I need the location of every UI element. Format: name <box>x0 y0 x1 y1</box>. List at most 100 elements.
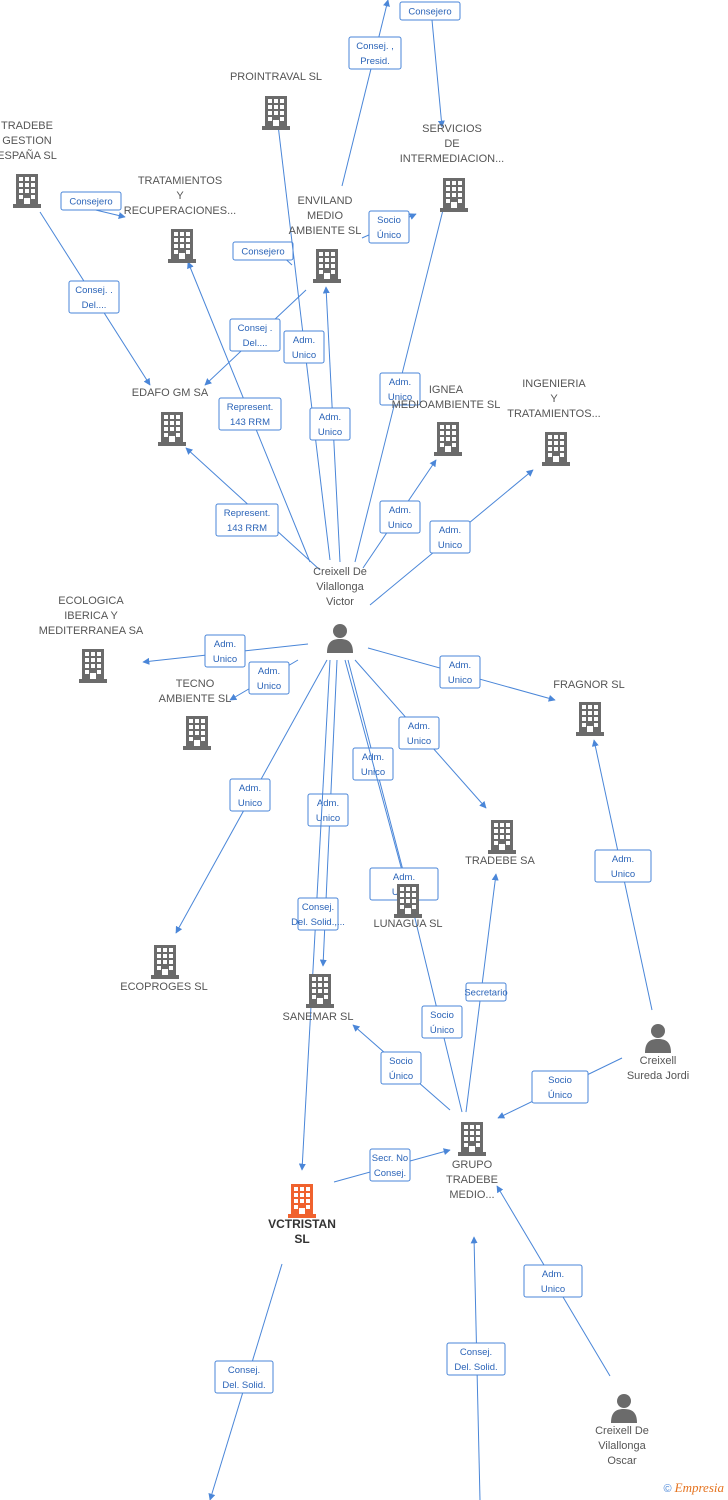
edge-label[interactable]: Adm.Unico <box>204 634 246 668</box>
company-node[interactable]: IGNEA MEDIOAMBIENTE SL <box>392 384 501 456</box>
company-node[interactable]: ENVILAND MEDIO AMBIENTE SL <box>289 195 362 283</box>
node-label[interactable]: Creixell De <box>313 566 367 578</box>
node-label[interactable]: GESTION <box>2 135 52 147</box>
edge-label[interactable]: Represent.143 RRM <box>218 397 282 431</box>
node-label[interactable]: Y <box>550 393 558 405</box>
building-icon[interactable] <box>488 820 516 854</box>
building-icon[interactable] <box>183 716 211 750</box>
building-icon[interactable] <box>262 96 290 130</box>
node-label[interactable]: FRAGNOR SL <box>553 679 625 691</box>
node-label[interactable]: Y <box>176 190 184 202</box>
node-label[interactable]: MEDIO <box>307 210 344 222</box>
edge-label[interactable]: Consejero <box>60 191 122 211</box>
node-label[interactable]: DE <box>444 138 459 150</box>
edge-label[interactable]: Consej. .Del.... <box>68 280 120 314</box>
edge-label[interactable]: Adm.Unico <box>594 849 652 883</box>
edge-label[interactable]: Adm.Unico <box>398 716 440 750</box>
person-icon[interactable] <box>645 1024 671 1053</box>
company-node[interactable]: GRUPOTRADEBEMEDIO... <box>446 1122 498 1201</box>
edge-label[interactable]: Consej .Del.... <box>229 318 281 352</box>
company-node[interactable]: INGENIERIA Y TRATAMIENTOS... <box>507 378 601 466</box>
edge-label[interactable]: Adm.Unico <box>429 520 471 554</box>
company-node[interactable]: TRATAMIENTOS Y RECUPERACIONES... <box>124 175 236 263</box>
node-label[interactable]: SERVICIOS <box>422 123 482 135</box>
edge-label[interactable]: Adm.Unico <box>523 1264 583 1298</box>
node-label[interactable]: ENVILAND <box>297 195 352 207</box>
node-label[interactable]: RECUPERACIONES... <box>124 205 236 217</box>
node-label[interactable]: TRADEBE <box>446 1174 498 1186</box>
node-label[interactable]: Vilallonga <box>598 1440 646 1452</box>
node-label[interactable]: ECOLOGICA <box>58 595 124 607</box>
node-label[interactable]: MEDIO... <box>449 1189 494 1201</box>
company-node[interactable]: PROINTRAVAL SL <box>230 71 322 130</box>
node-label[interactable]: IGNEA <box>429 384 464 396</box>
building-icon[interactable] <box>313 249 341 283</box>
edge-label[interactable]: Consej. ,Presid. <box>348 36 402 70</box>
building-icon[interactable] <box>434 422 462 456</box>
node-label[interactable]: TRADEBE <box>1 120 53 132</box>
company-node[interactable]: EDAFO GM SA <box>132 387 209 446</box>
edge-label[interactable]: Adm.Unico <box>283 330 325 364</box>
node-label[interactable]: PROINTRAVAL SL <box>230 71 322 83</box>
node-label[interactable]: TRATAMIENTOS <box>138 175 222 187</box>
node-label[interactable]: TECNO <box>176 678 215 690</box>
company-node[interactable]: SERVICIOS DE INTERMEDIACION... <box>400 123 505 212</box>
node-label[interactable]: Creixell <box>640 1055 677 1067</box>
building-icon[interactable] <box>394 884 422 918</box>
node-label[interactable]: Creixell De <box>595 1425 649 1437</box>
building-icon[interactable] <box>151 945 179 979</box>
node-label[interactable]: IBERICA Y <box>64 610 118 622</box>
building-icon[interactable] <box>576 702 604 736</box>
node-label[interactable]: ESPAÑA SL <box>0 149 57 162</box>
edge-label[interactable]: Adm.Unico <box>248 661 290 695</box>
node-label[interactable]: MEDITERRANEA SA <box>39 625 144 637</box>
edge-label[interactable]: Consej.Del. Solid.,... <box>291 897 345 931</box>
node-label[interactable]: Vilallonga <box>316 581 364 593</box>
company-node[interactable]: ECOPROGES SL <box>120 945 208 993</box>
edge-label[interactable]: Consejero <box>399 1 461 21</box>
node-label[interactable]: SANEMAR SL <box>283 1011 354 1023</box>
node-label[interactable]: AMBIENTE SL <box>289 225 362 237</box>
building-icon[interactable] <box>458 1122 486 1156</box>
node-label[interactable]: Oscar <box>607 1455 637 1467</box>
company-node[interactable]: TECNO AMBIENTE SL <box>159 678 232 750</box>
company-node[interactable]: TRADEBE GESTION ESPAÑA SL <box>0 120 57 208</box>
node-label[interactable]: SL <box>294 1232 309 1246</box>
edge-label[interactable]: Consej.Del. Solid. <box>214 1360 274 1394</box>
node-label[interactable]: INTERMEDIACION... <box>400 153 505 165</box>
node-label[interactable]: AMBIENTE SL <box>159 693 232 705</box>
building-icon[interactable] <box>306 974 334 1008</box>
building-icon[interactable] <box>168 229 196 263</box>
edge-label[interactable]: Adm.Unico <box>439 655 481 689</box>
company-node[interactable]: SANEMAR SL <box>283 974 354 1023</box>
empresia-logo[interactable]: Empresia <box>674 1480 724 1495</box>
node-label[interactable]: TRATAMIENTOS... <box>507 408 601 420</box>
node-label[interactable]: Sureda Jordi <box>627 1070 689 1082</box>
edge-label[interactable]: Adm.Unico <box>307 793 349 827</box>
node-label[interactable]: MEDIOAMBIENTE SL <box>392 399 501 411</box>
node-label[interactable]: TRADEBE SA <box>465 855 535 867</box>
building-icon[interactable] <box>542 432 570 466</box>
building-icon[interactable] <box>13 174 41 208</box>
node-label[interactable]: EDAFO GM SA <box>132 387 209 399</box>
company-node[interactable]: ECOLOGICA IBERICA Y MEDITERRANEA SA <box>39 595 144 683</box>
building-icon[interactable] <box>79 649 107 683</box>
edge-label[interactable]: Adm.Unico <box>379 500 421 534</box>
node-label[interactable]: ECOPROGES SL <box>120 981 207 993</box>
node-label[interactable]: INGENIERIA <box>522 378 586 390</box>
edge-label[interactable]: Adm.Unico <box>229 778 271 812</box>
company-node[interactable]: TRADEBE SA <box>465 820 536 867</box>
node-label[interactable]: LUNAGUA SL <box>373 918 442 930</box>
company-node[interactable]: FRAGNOR SL <box>553 679 625 736</box>
node-label[interactable]: VCTRISTAN <box>268 1217 336 1231</box>
edge-label[interactable]: Adm.Unico <box>379 372 421 406</box>
building-icon[interactable] <box>158 412 186 446</box>
